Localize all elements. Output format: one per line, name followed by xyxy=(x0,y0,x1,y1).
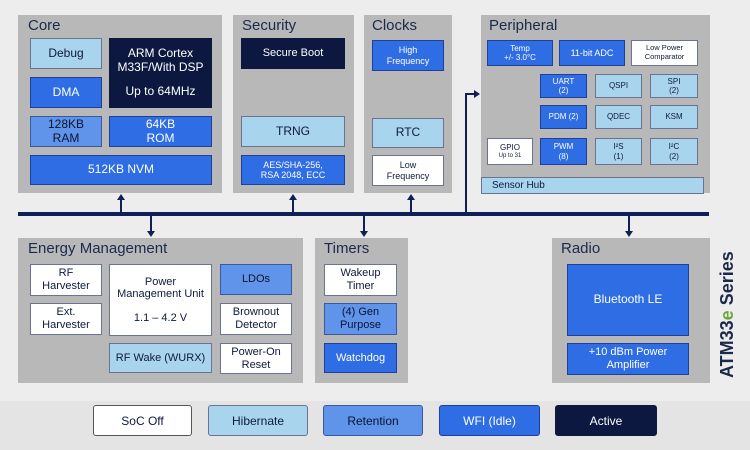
core-bus-link xyxy=(120,200,122,212)
radio-title: Radio xyxy=(561,240,601,257)
legend-wfi-idle: WFI (Idle) xyxy=(439,405,540,436)
high-frequency-block: High Frequency xyxy=(372,40,444,71)
system-bus xyxy=(18,212,709,216)
security-title: Security xyxy=(242,17,297,34)
pmu-block: Power Management Unit 1.1 – 4.2 V xyxy=(109,264,212,336)
i2c-block: I²C (2) xyxy=(650,138,698,165)
core-title: Core xyxy=(28,17,61,34)
wakeup-timer-block: Wakeup Timer xyxy=(324,264,397,296)
clocks-arrow xyxy=(407,194,415,200)
pmu-label: Power Management Unit xyxy=(117,275,204,301)
sensor-hub-block: Sensor Hub xyxy=(481,177,704,194)
arm-cortex-block: ARM Cortex M33F/With DSP Up to 64MHz xyxy=(109,38,212,108)
timers-bus-link xyxy=(363,216,365,231)
clocks-title: Clocks xyxy=(372,17,418,34)
legend-soc-off: SoC Off xyxy=(93,405,192,436)
series-label: ATM33e Series xyxy=(717,251,737,378)
timers-arrow xyxy=(360,231,368,237)
peripheral-bus-link xyxy=(465,93,467,212)
temp-block: Temp +/- 3.0°C xyxy=(487,40,553,66)
rom-block: 64KB ROM xyxy=(109,116,212,147)
power-on-reset-block: Power-On Reset xyxy=(220,343,292,374)
gen-purpose-timer-block: (4) Gen Purpose xyxy=(324,303,397,335)
brownout-block: Brownout Detector xyxy=(220,303,292,335)
ksm-block: KSM xyxy=(650,105,698,129)
peripheral-arrow xyxy=(474,90,480,98)
power-amplifier-block: +10 dBm Power Amplifier xyxy=(567,343,689,375)
radio-arrow xyxy=(625,231,633,237)
secure-boot-block: Secure Boot xyxy=(241,38,345,69)
clocks-bus-link xyxy=(410,200,412,212)
uart-block: UART (2) xyxy=(540,74,587,98)
energy-title: Energy Management xyxy=(28,240,168,257)
peripheral-bus-branch xyxy=(465,93,475,95)
qspi-block: QSPI xyxy=(595,74,642,98)
gpio-block: GPIO Up to 31 xyxy=(487,138,533,165)
rf-harvester-block: RF Harvester xyxy=(30,264,102,296)
pdm-block: PDM (2) xyxy=(540,105,587,129)
rf-wake-block: RF Wake (WURX) xyxy=(109,343,212,373)
gpio-label: GPIO xyxy=(499,143,520,153)
ram-block: 128KB RAM xyxy=(30,116,102,147)
peripheral-title: Peripheral xyxy=(489,17,558,34)
dma-block: DMA xyxy=(30,77,102,108)
arm-cortex-label: ARM Cortex M33F/With DSP xyxy=(117,46,204,74)
low-frequency-block: Low Frequency xyxy=(372,155,444,186)
core-arrow xyxy=(117,194,125,200)
comparator-block: Low Power Comparator xyxy=(631,40,698,66)
bluetooth-le-block: Bluetooth LE xyxy=(567,264,689,336)
energy-arrow xyxy=(147,231,155,237)
debug-block: Debug xyxy=(30,38,102,69)
i2s-block: I²S (1) xyxy=(595,138,642,165)
legend-retention: Retention xyxy=(323,405,423,436)
legend-active: Active xyxy=(555,405,657,436)
arm-speed-label: Up to 64MHz xyxy=(125,84,196,99)
pmu-range-label: 1.1 – 4.2 V xyxy=(133,311,188,324)
radio-bus-link xyxy=(628,216,630,231)
qdec-block: QDEC xyxy=(595,105,642,129)
energy-bus-link xyxy=(150,216,152,231)
ldos-block: LDOs xyxy=(220,264,292,295)
aes-block: AES/SHA-256, RSA 2048, ECC xyxy=(241,155,345,185)
pwm-block: PWM (8) xyxy=(540,138,587,165)
gpio-count-label: Up to 31 xyxy=(498,152,522,159)
trng-block: TRNG xyxy=(241,116,345,147)
rtc-block: RTC xyxy=(372,118,444,148)
security-bus-link xyxy=(292,200,294,212)
legend-hibernate: Hibernate xyxy=(208,405,308,436)
ext-harvester-block: Ext. Harvester xyxy=(30,303,102,335)
security-arrow xyxy=(289,194,297,200)
spi-block: SPI (2) xyxy=(650,74,698,98)
nvm-block: 512KB NVM xyxy=(30,155,212,185)
adc-block: 11-bit ADC xyxy=(559,40,625,66)
watchdog-block: Watchdog xyxy=(324,343,397,373)
timers-title: Timers xyxy=(324,240,370,257)
